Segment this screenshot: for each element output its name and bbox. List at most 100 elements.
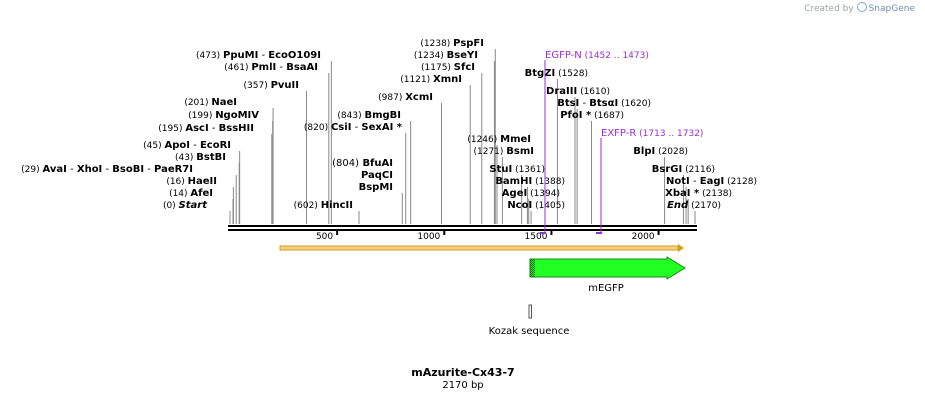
primer-label[interactable]: EXFP-R (1713 .. 1732) xyxy=(601,128,703,139)
restriction-site[interactable]: (16) HaeII xyxy=(166,176,217,187)
megfp-partial-hatch xyxy=(530,259,535,277)
site-label: BlpI (2028) xyxy=(633,146,688,157)
axis-tick xyxy=(443,229,446,235)
site-name: ApoI xyxy=(164,140,190,151)
restriction-site[interactable]: (357) PvuII xyxy=(244,80,299,91)
site-label: (1175) SfcI xyxy=(421,62,475,73)
site-name: MmeI xyxy=(500,134,531,145)
orf-arrowhead xyxy=(678,244,684,252)
restriction-site[interactable]: NotI - EagI (2128) xyxy=(666,176,757,187)
snapgene-credit: Created by SnapGene xyxy=(804,2,915,14)
restriction-site[interactable]: (1238) PspFI xyxy=(420,38,484,49)
restriction-site[interactable]: (14) AfeI xyxy=(169,188,213,199)
restriction-site[interactable]: (473) PpuMI - EcoO109I xyxy=(196,50,321,61)
snapgene-logo-icon xyxy=(856,2,867,12)
restriction-site[interactable]: (1175) SfcI xyxy=(421,62,475,73)
restriction-site[interactable]: (1121) XmnI xyxy=(400,74,462,85)
primer-range: (1713 .. 1732) xyxy=(636,129,703,139)
site-name: BtsαI xyxy=(589,98,618,109)
site-name: NcoI xyxy=(507,200,532,211)
restriction-site[interactable]: (461) PmlI - BsaAI xyxy=(224,62,318,73)
site-position: (0) xyxy=(163,201,179,211)
restriction-site[interactable]: (1246) MmeI xyxy=(467,134,531,145)
site-name: PfoI * xyxy=(560,110,592,121)
site-name: HincII xyxy=(321,200,353,211)
site-label: BamHI (1388) xyxy=(495,176,565,187)
restriction-site[interactable]: BlpI (2028) xyxy=(633,146,688,157)
site-label: (201) NaeI xyxy=(184,97,237,108)
site-name: StuI xyxy=(489,164,512,175)
site-position: (1361) xyxy=(512,165,545,175)
site-position: (195) xyxy=(158,124,185,134)
site-label: (1121) XmnI xyxy=(400,74,462,85)
restriction-site[interactable]: (1234) BseYI xyxy=(414,50,478,61)
site-label: DraIII (1610) xyxy=(546,86,610,97)
restriction-site[interactable]: BsrGI (2116) xyxy=(652,164,715,175)
restriction-site[interactable]: (199) NgoMIV xyxy=(188,110,259,121)
restriction-site[interactable]: (45) ApoI - EcoRI xyxy=(143,140,231,151)
restriction-site[interactable]: (987) XcmI xyxy=(378,92,433,103)
restriction-site[interactable]: XbaI * (2138) xyxy=(665,188,732,199)
site-label: NcoI (1405) xyxy=(507,200,565,211)
site-name: BfuAI xyxy=(362,158,393,169)
restriction-site[interactable]: PfoI * (1687) xyxy=(560,110,624,121)
site-name: BtgZI xyxy=(525,68,556,79)
site-label: BtgZI (1528) xyxy=(525,68,588,79)
restriction-site[interactable]: (1271) BsmI xyxy=(473,146,534,157)
restriction-site[interactable]: (602) HincII xyxy=(294,200,353,211)
site-label: (461) PmlI - BsaAI xyxy=(224,62,318,73)
site-label: (357) PvuII xyxy=(244,80,299,91)
site-label: (0) Start xyxy=(163,200,208,211)
site-position: (1175) xyxy=(421,63,454,73)
restriction-site[interactable]: BtgZI (1528) xyxy=(525,68,588,79)
site-label: (14) AfeI xyxy=(169,188,213,199)
site-position: (1687) xyxy=(591,111,624,121)
site-label: (473) PpuMI - EcoO109I xyxy=(196,50,321,61)
restriction-site[interactable]: AgeI (1394) xyxy=(502,188,560,199)
restriction-site[interactable]: BtsI - BtsαI (1620) xyxy=(557,98,651,109)
orf-arrow[interactable] xyxy=(279,245,679,251)
site-label: End (2170) xyxy=(667,200,721,211)
site-name: AgeI xyxy=(502,188,527,199)
site-position: (1238) xyxy=(420,39,453,49)
site-label: (199) NgoMIV xyxy=(188,110,259,121)
restriction-site[interactable]: DraIII (1610) xyxy=(546,86,610,97)
site-position: (1394) xyxy=(527,189,560,199)
site-name: Start xyxy=(179,200,209,211)
site-position: (843) xyxy=(337,111,364,121)
restriction-site[interactable]: (43) BstBI xyxy=(175,152,226,163)
restriction-site[interactable]: NcoI (1405) xyxy=(507,200,565,211)
site-label: (43) BstBI xyxy=(175,152,226,163)
megfp-arrow[interactable] xyxy=(529,256,686,280)
site-label: (987) XcmI xyxy=(378,92,433,103)
megfp-label: mEGFP xyxy=(588,283,624,294)
site-name: PmlI xyxy=(251,62,276,73)
restriction-site[interactable]: End (2170) xyxy=(667,200,721,211)
site-position: (1405) xyxy=(532,201,565,211)
restriction-site[interactable]: (0) Start xyxy=(163,200,208,211)
restriction-site[interactable]: StuI (1361) xyxy=(489,164,545,175)
restriction-site[interactable]: (820) CsiI - SexAI * xyxy=(304,122,403,133)
restriction-site[interactable]: (29) AvaI - XhoI - BsoBI - PaeR7I xyxy=(21,164,193,175)
site-name: BsrGI xyxy=(652,164,682,175)
backbone-top-strand xyxy=(228,225,697,227)
restriction-site[interactable]: (195) AscI - BssHII xyxy=(158,123,254,134)
site-name: BsaAI xyxy=(286,62,318,73)
kozak-marker[interactable] xyxy=(528,304,532,319)
site-name: HaeII xyxy=(188,176,217,187)
site-label: AgeI (1394) xyxy=(502,188,560,199)
restriction-site[interactable]: (843) BmgBI xyxy=(337,110,401,121)
site-name: CsiI xyxy=(331,122,351,133)
site-name: BsoBI xyxy=(112,164,144,175)
site-name: NaeI xyxy=(211,97,237,108)
primer-name: EGFP-N xyxy=(545,50,582,61)
site-position: (43) xyxy=(175,153,196,163)
primer-label[interactable]: EGFP-N (1452 .. 1473) xyxy=(545,50,649,61)
axis-tick-label: 500 xyxy=(316,232,333,242)
restriction-site[interactable]: (201) NaeI xyxy=(184,97,237,108)
site-label: XbaI * (2138) xyxy=(665,188,732,199)
site-label: NotI - EagI (2128) xyxy=(666,176,757,187)
restriction-site[interactable]: BamHI (1388) xyxy=(495,176,565,187)
